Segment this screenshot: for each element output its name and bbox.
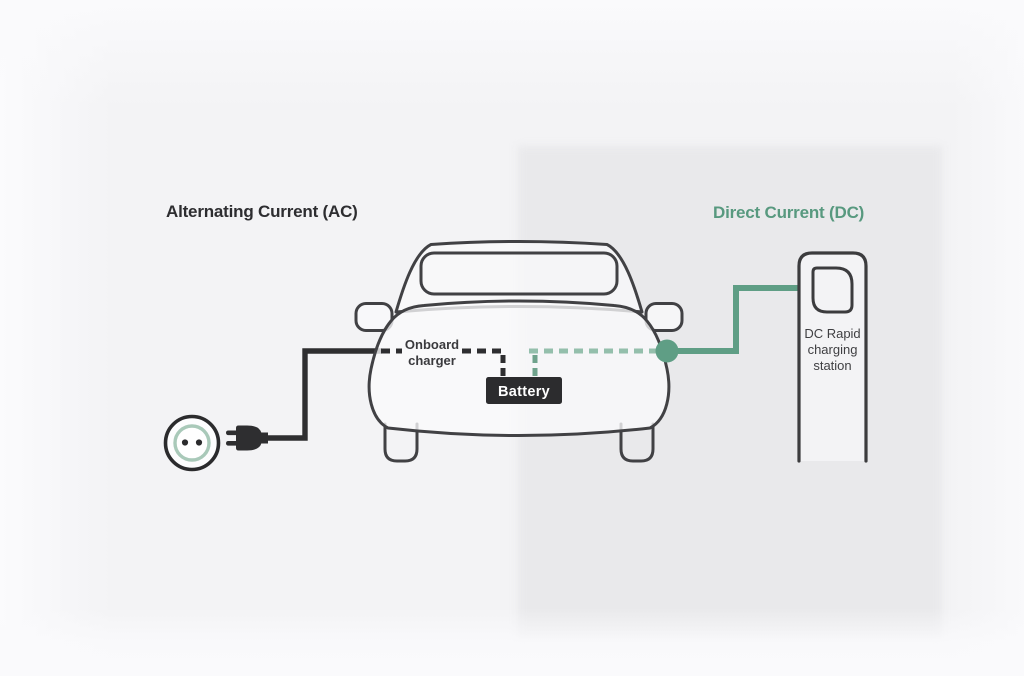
charging-station-icon: DC Rapid charging station bbox=[797, 251, 868, 463]
station-label-line2: charging bbox=[808, 342, 858, 357]
onboard-charger-line1: Onboard bbox=[405, 337, 459, 352]
dc-title: Direct Current (DC) bbox=[713, 203, 865, 222]
dc-cable-line bbox=[667, 285, 799, 354]
plug-icon bbox=[226, 425, 268, 451]
car-outline-icon bbox=[354, 240, 684, 463]
station-label: DC Rapid charging station bbox=[804, 326, 860, 373]
ac-cable-line bbox=[266, 348, 382, 441]
ac-title: Alternating Current (AC) bbox=[166, 202, 358, 221]
battery-box bbox=[486, 377, 562, 404]
car-windshield bbox=[419, 251, 619, 296]
wall-socket-icon bbox=[163, 414, 221, 472]
dc-charge-port-dot bbox=[655, 339, 679, 363]
car-wheel-left bbox=[383, 422, 419, 463]
onboard-charger-line2: charger bbox=[408, 353, 456, 368]
car-body bbox=[367, 299, 671, 437]
plug-body bbox=[236, 425, 262, 451]
socket-pin-hole-left bbox=[181, 439, 189, 446]
plug-prong-top bbox=[226, 430, 238, 436]
car-wheel-right bbox=[619, 422, 655, 463]
station-outline bbox=[797, 251, 868, 463]
car-mirror-right bbox=[644, 302, 684, 332]
battery-label: Battery bbox=[486, 377, 562, 404]
station-label-line3: station bbox=[813, 358, 851, 373]
station-screen bbox=[811, 266, 854, 314]
station-label-line1: DC Rapid bbox=[804, 326, 860, 341]
socket-inner-ring bbox=[173, 424, 211, 462]
plug-prong-bottom bbox=[226, 441, 238, 446]
battery-text: Battery bbox=[498, 384, 550, 400]
onboard-charger-label: Onboard charger bbox=[405, 337, 459, 368]
car-mirror-left bbox=[354, 302, 394, 332]
socket-pin-hole-right bbox=[195, 439, 203, 446]
plug-cable-boot bbox=[259, 432, 268, 444]
